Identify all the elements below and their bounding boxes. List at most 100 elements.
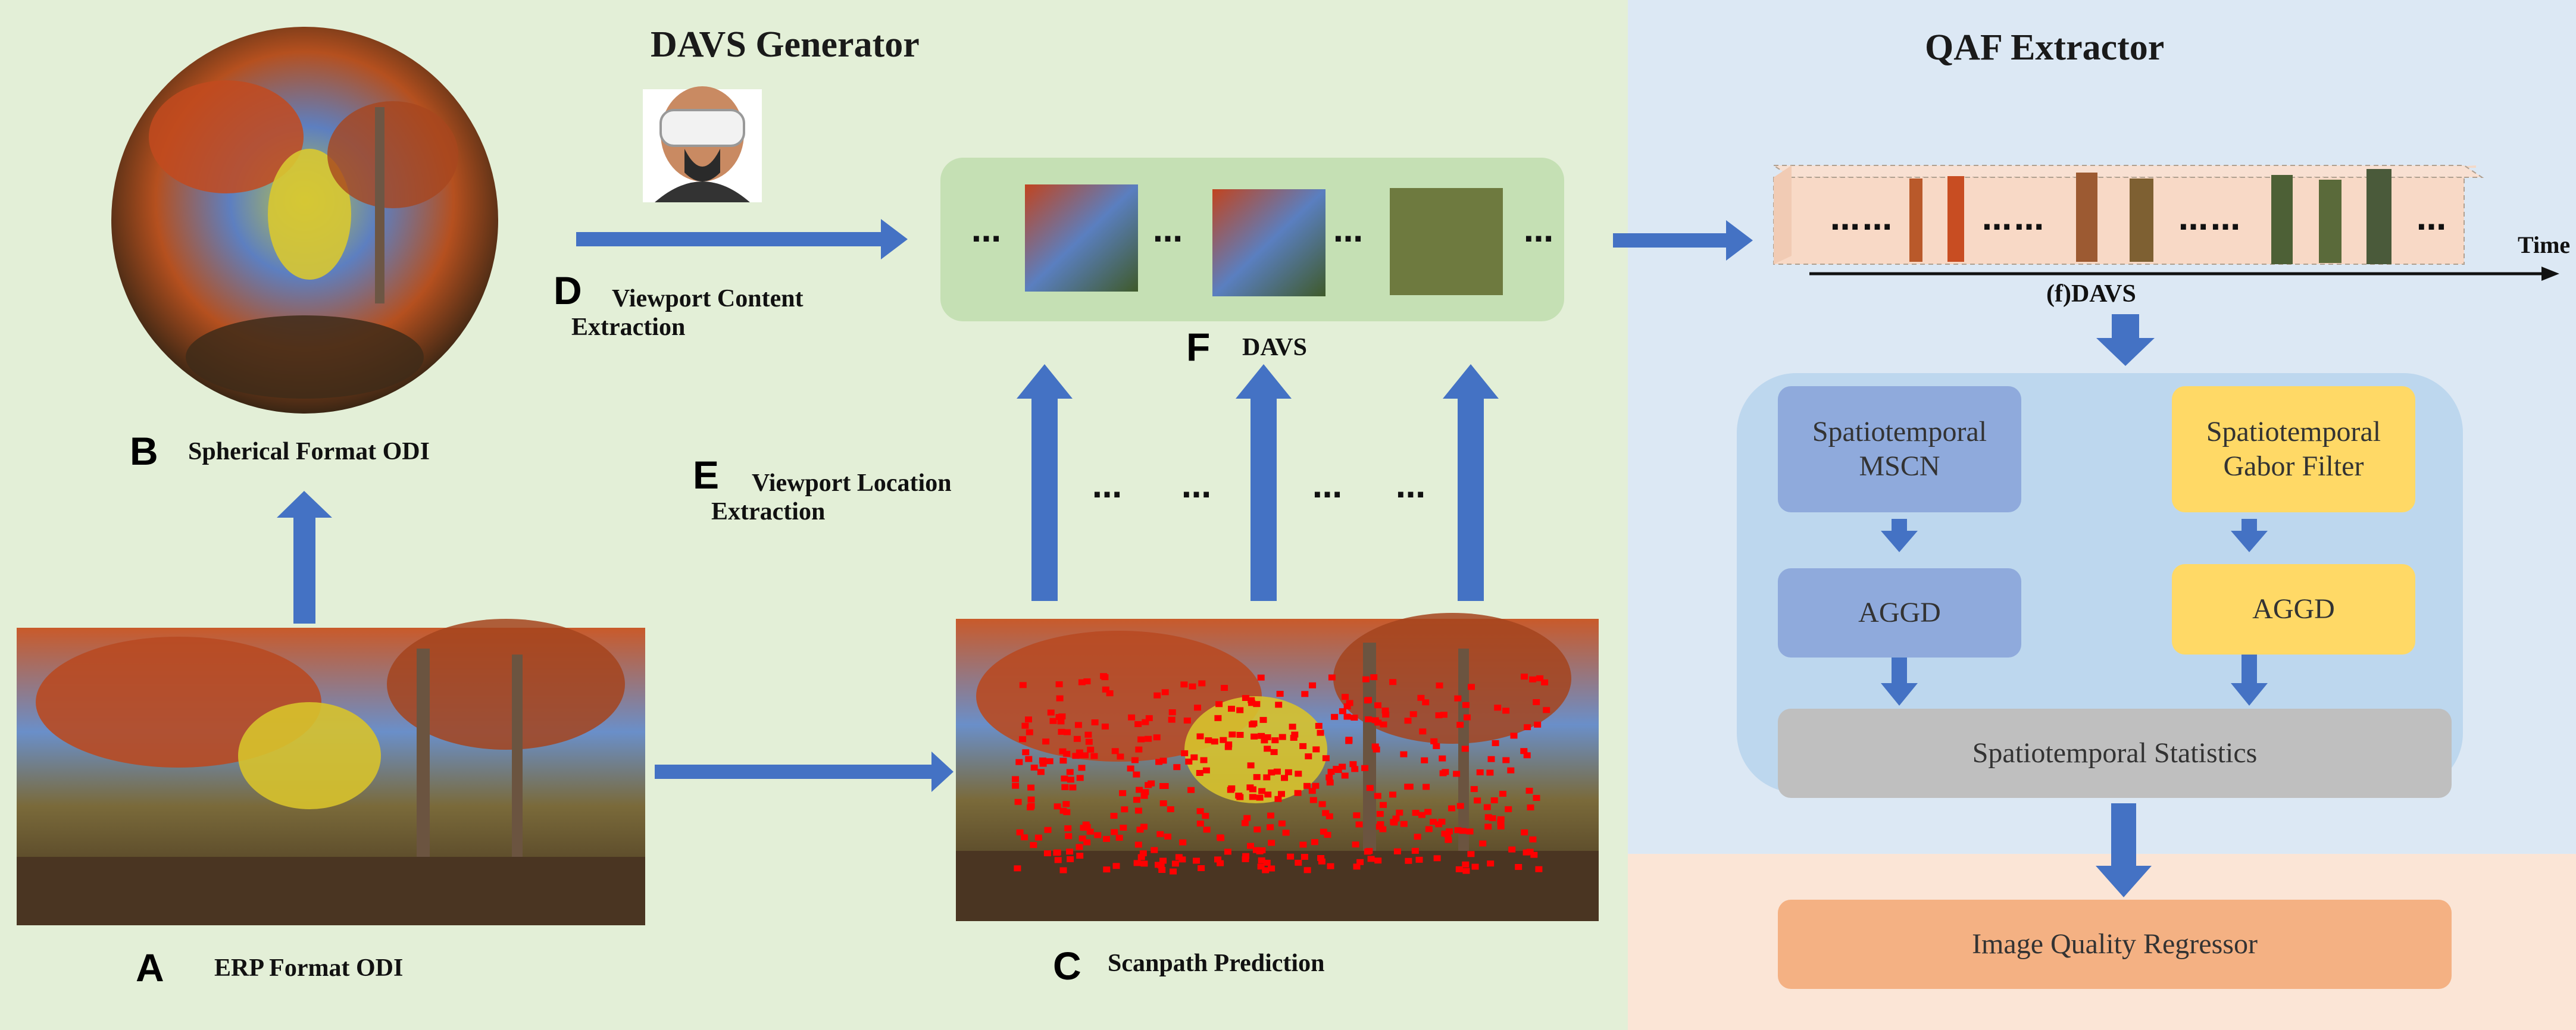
vr-user-icon <box>643 86 762 202</box>
scanpath-point <box>1350 715 1358 721</box>
scanpath-point <box>1490 797 1498 803</box>
scanpath-point <box>1034 834 1042 841</box>
scanpath-point <box>1236 707 1244 713</box>
scanpath-point <box>1364 849 1371 855</box>
scanpath-point <box>1325 774 1333 781</box>
scanpath-point <box>1167 806 1174 812</box>
scanpath-point <box>1164 833 1171 840</box>
scanpath-point <box>1178 856 1186 863</box>
fdavs-dots-2: …… <box>1982 202 2046 237</box>
scanpath-point <box>1389 791 1396 798</box>
scanpath-point <box>1489 815 1496 822</box>
scanpath-point <box>1057 718 1065 725</box>
scanpath-point <box>1145 715 1153 721</box>
scanpath-point <box>1198 680 1206 687</box>
scanpath-point <box>1462 861 1470 868</box>
scanpath-point <box>1523 752 1531 759</box>
scanpath-point <box>1131 757 1139 763</box>
scanpath-point <box>1455 866 1463 872</box>
scanpath-point <box>1106 690 1114 697</box>
scanpath-point <box>1268 865 1276 872</box>
scanpath-point <box>1065 833 1073 840</box>
scanpath-point <box>1137 854 1145 860</box>
scanpath-prediction-image <box>956 613 1599 921</box>
scanpath-point <box>1327 863 1334 869</box>
scanpath-point <box>1312 746 1320 753</box>
scanpath-point <box>1211 738 1218 745</box>
scanpath-point <box>1370 674 1378 681</box>
scanpath-point <box>1412 810 1420 816</box>
arrow-content-extraction <box>576 219 908 259</box>
viewport-location-extraction-label: Viewport Location Extraction <box>711 469 952 527</box>
scanpath-point <box>1291 731 1299 738</box>
scanpath-point <box>1027 804 1034 810</box>
scanpath-point <box>1046 758 1053 765</box>
arrow-mscn-to-aggd <box>1881 519 1918 552</box>
scanpath-point <box>1256 794 1264 801</box>
davs-frame-3 <box>1390 188 1503 295</box>
scanpath-point <box>1015 759 1023 765</box>
scanpath-point <box>1278 820 1286 826</box>
scanpath-point <box>1275 702 1283 708</box>
scanpath-point <box>1217 860 1224 866</box>
scanpath-point <box>1268 840 1276 846</box>
scanpath-point <box>1047 709 1055 716</box>
scanpath-point <box>1326 779 1334 786</box>
scanpath-point <box>1339 763 1346 770</box>
scanpath-point <box>1170 868 1177 875</box>
scanpath-point <box>1134 807 1142 814</box>
scanpath-point <box>1205 737 1212 744</box>
scanpath-point <box>1479 840 1487 847</box>
scanpath-point <box>1264 734 1271 740</box>
scanpath-point <box>1039 760 1047 767</box>
scanpath-point <box>1215 701 1223 707</box>
scanpath-point <box>1214 856 1221 863</box>
scanpath-point <box>1062 801 1070 807</box>
scanpath-point <box>1523 849 1530 856</box>
scanpath-point <box>1430 738 1438 744</box>
scanpath-point <box>1253 826 1261 832</box>
scanpath-point <box>1064 729 1071 735</box>
scanpath-point <box>1179 839 1187 846</box>
scanpath-point <box>1194 705 1201 711</box>
scanpath-point <box>1253 774 1261 780</box>
scanpath-point <box>1315 722 1323 729</box>
davs-ellipsis-3: … <box>1333 214 1365 249</box>
scanpath-point <box>1466 828 1474 835</box>
scanpath-point <box>1328 674 1336 681</box>
scanpath-point <box>1252 847 1260 853</box>
statistics-label: Spatiotemporal Statistics <box>1972 737 2258 769</box>
scanpath-point <box>1159 757 1167 764</box>
scanpath-point <box>1525 787 1533 794</box>
spatiotemporal-statistics-block: Spatiotemporal Statistics <box>1778 709 2452 798</box>
scanpath-point <box>1353 812 1361 819</box>
scanpath-point <box>1203 826 1211 833</box>
scanpath-point <box>1322 755 1330 762</box>
scanpath-point <box>1534 721 1542 728</box>
scanpath-point <box>1453 771 1461 777</box>
scanpath-point <box>1076 749 1083 756</box>
scanpath-point <box>1189 683 1196 690</box>
davs-ellipsis-2: … <box>1153 214 1185 249</box>
scanpath-point <box>1411 847 1419 854</box>
scanpath-point <box>1196 733 1204 740</box>
scanpath-point <box>1461 746 1469 752</box>
scanpath-point <box>1435 712 1443 719</box>
scanpath-point <box>1433 743 1440 749</box>
scanpath-point <box>1303 782 1311 789</box>
scanpath-point <box>1145 735 1152 742</box>
scanpath-point <box>1183 717 1191 724</box>
scanpath-point <box>1471 863 1479 870</box>
scanpath-point <box>1173 764 1181 771</box>
scanpath-point <box>1101 674 1109 681</box>
viewport-location-line-1: Viewport Location <box>752 469 952 497</box>
fdavs-dots-1: …… <box>1830 202 1895 237</box>
scanpath-point <box>1361 765 1369 771</box>
scanpath-point <box>1067 777 1074 783</box>
aggd-right-label: AGGD <box>2252 593 2335 625</box>
scanpath-point <box>1456 803 1464 809</box>
scanpath-point <box>1044 826 1052 833</box>
arrow-erp-to-sphere <box>277 491 332 624</box>
spatiotemporal-gabor-block: Spatiotemporal Gabor Filter <box>2172 386 2415 512</box>
scanpath-point <box>1270 749 1278 755</box>
